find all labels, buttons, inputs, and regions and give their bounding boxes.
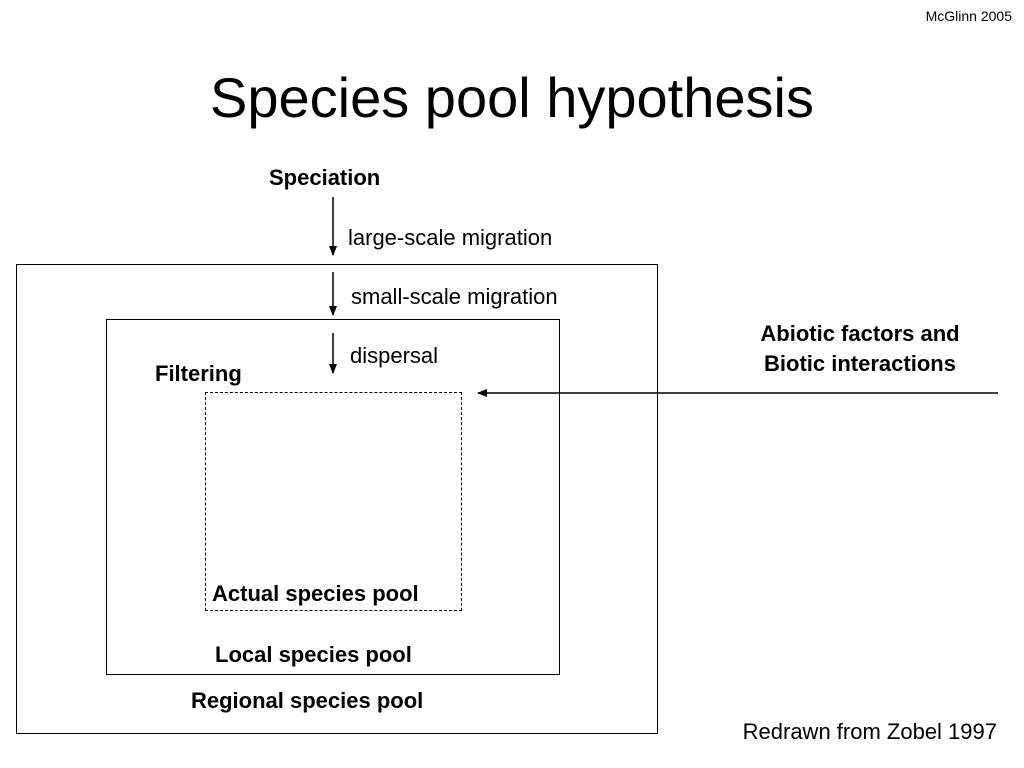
author-credit: McGlinn 2005: [925, 8, 1012, 24]
dispersal-label: dispersal: [350, 343, 439, 368]
regional-species-pool-label: Regional species pool: [191, 688, 424, 713]
source-note: Redrawn from Zobel 1997: [742, 719, 997, 744]
filtering-label: Filtering: [155, 361, 242, 386]
local-species-pool-label: Local species pool: [215, 642, 412, 667]
local-species-pool-box: [106, 319, 560, 675]
regional-species-pool-box: [16, 264, 658, 734]
slide-title: Species pool hypothesis: [210, 66, 814, 129]
actual-species-pool-label: Actual species pool: [212, 581, 419, 606]
abiotic-biotic-factors-label: Abiotic factors and Biotic interactions: [720, 319, 1000, 379]
small-scale-migration-label: small-scale migration: [351, 284, 558, 309]
abiotic-factors-line: Abiotic factors and: [760, 321, 960, 346]
biotic-interactions-line: Biotic interactions: [764, 351, 956, 376]
large-scale-migration-label: large-scale migration: [348, 225, 553, 250]
actual-species-pool-box: [205, 392, 462, 611]
speciation-label: Speciation: [269, 165, 381, 190]
